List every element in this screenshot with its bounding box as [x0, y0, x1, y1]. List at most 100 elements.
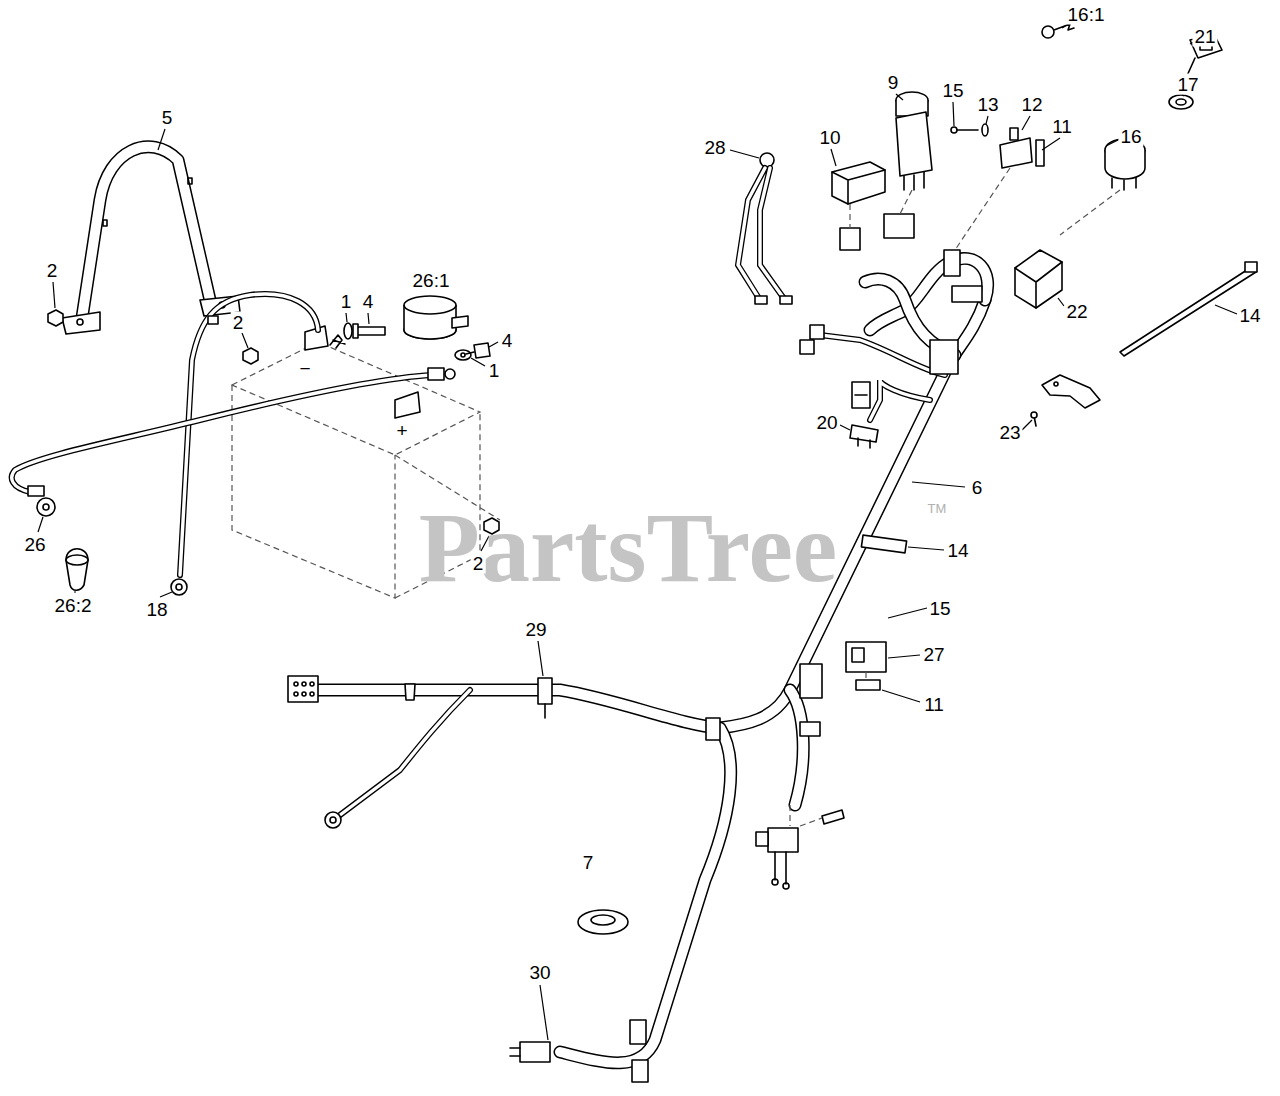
- cable-tie: [1120, 268, 1256, 356]
- switch: [944, 124, 1044, 276]
- bracket: [1031, 412, 1037, 418]
- callout-number: 16: [1118, 126, 1143, 147]
- wire-harness: [855, 394, 867, 396]
- leader-line: [489, 342, 498, 347]
- switch: [832, 162, 885, 204]
- switch: [840, 228, 860, 250]
- terminal-boot: [66, 555, 88, 565]
- leader-line: [538, 641, 543, 676]
- callout-number: 14: [1237, 305, 1262, 326]
- callout-number: 26:1: [411, 270, 452, 291]
- callout-number: 14: [945, 540, 970, 561]
- wire-harness: [790, 690, 803, 805]
- hardware: [243, 348, 258, 364]
- leader-line: [1022, 420, 1032, 430]
- switch: [884, 92, 932, 238]
- harness-clip: [538, 678, 720, 740]
- callout-number: 11: [922, 694, 946, 715]
- leader-line: [158, 129, 165, 150]
- leader-line: [1058, 298, 1064, 306]
- jumper-wire: [738, 168, 785, 300]
- callout-number: 18: [144, 599, 169, 620]
- harness-clip: [544, 704, 546, 718]
- wire-harness: [310, 692, 314, 696]
- leader-line: [242, 333, 248, 348]
- wire-harness: [325, 812, 341, 828]
- wire-harness: [952, 286, 982, 302]
- ignition-switch: [1042, 24, 1222, 235]
- wire-harness: [861, 535, 906, 553]
- positive-cable: [28, 486, 44, 496]
- jumper-wire: [760, 153, 774, 167]
- wire-harness: [520, 1042, 550, 1062]
- callout-number: 15: [940, 80, 965, 101]
- leader-line: [1106, 140, 1118, 146]
- wire-harness: [870, 258, 988, 330]
- cable-tie: [1245, 262, 1257, 272]
- leader-line: [953, 102, 954, 126]
- callout-number: 20: [814, 412, 839, 433]
- positive-cable: [445, 369, 455, 379]
- wire-harness: [810, 325, 824, 339]
- relay: [1015, 250, 1062, 308]
- negative-cable: [176, 584, 182, 590]
- positive-cable: [37, 498, 55, 516]
- callout-number: 11: [1050, 116, 1074, 137]
- battery-strap: [77, 319, 83, 325]
- callout-number: 27: [921, 644, 946, 665]
- wire-harness: [800, 722, 820, 736]
- leader-line: [1182, 95, 1184, 96]
- callout-number: 1: [487, 360, 502, 381]
- switch: [822, 810, 844, 824]
- jumper-wire: [780, 296, 792, 304]
- bracket: [1054, 382, 1058, 386]
- switch: [896, 112, 932, 176]
- leader-line: [160, 592, 172, 597]
- wire-harness: [340, 690, 470, 815]
- watermark: PartsTree: [419, 498, 837, 598]
- callout-number: 10: [817, 127, 842, 148]
- switch: [772, 879, 778, 885]
- harness-clip: [706, 718, 720, 740]
- hardware: [48, 310, 63, 326]
- wire-harness: [288, 676, 318, 702]
- switch: [856, 680, 880, 690]
- leader-line: [888, 608, 927, 618]
- wire-harness: [340, 690, 470, 815]
- trademark-mark: TM: [928, 502, 947, 515]
- leader-line: [912, 482, 965, 487]
- terminal-boot: [404, 296, 456, 314]
- relay: [1015, 250, 1062, 308]
- ignition-switch: [1105, 150, 1145, 179]
- leader-line: [346, 313, 347, 322]
- grommet: [578, 910, 628, 934]
- switch: [832, 170, 885, 204]
- battery-strap: [82, 147, 210, 318]
- callout-number: 26: [22, 534, 47, 555]
- wire-harness: [560, 728, 731, 1063]
- positive-cable: [428, 368, 444, 380]
- wire-harness: [288, 258, 988, 1082]
- callout-number: 26:2: [53, 595, 94, 616]
- callout-number: 29: [523, 619, 548, 640]
- wire-harness: [510, 1048, 520, 1056]
- leader-line: [38, 517, 43, 532]
- callout-number: 2: [471, 553, 486, 574]
- leader-line: [831, 149, 836, 166]
- switch: [1010, 128, 1018, 140]
- switch: [904, 172, 924, 190]
- negative-cable: [171, 579, 187, 595]
- battery-outline: [330, 335, 345, 348]
- terminal-boot: [452, 316, 468, 328]
- switch: [849, 204, 850, 228]
- fuse: [858, 438, 870, 448]
- wire-harness: [870, 380, 930, 420]
- switch: [756, 832, 768, 846]
- switch: [955, 168, 1010, 250]
- hardware: [356, 327, 385, 335]
- battery-strap: [188, 178, 192, 184]
- fuse: [850, 425, 878, 448]
- wire-harness: [852, 382, 870, 408]
- leader-line: [986, 116, 988, 124]
- leader-line: [1215, 305, 1237, 314]
